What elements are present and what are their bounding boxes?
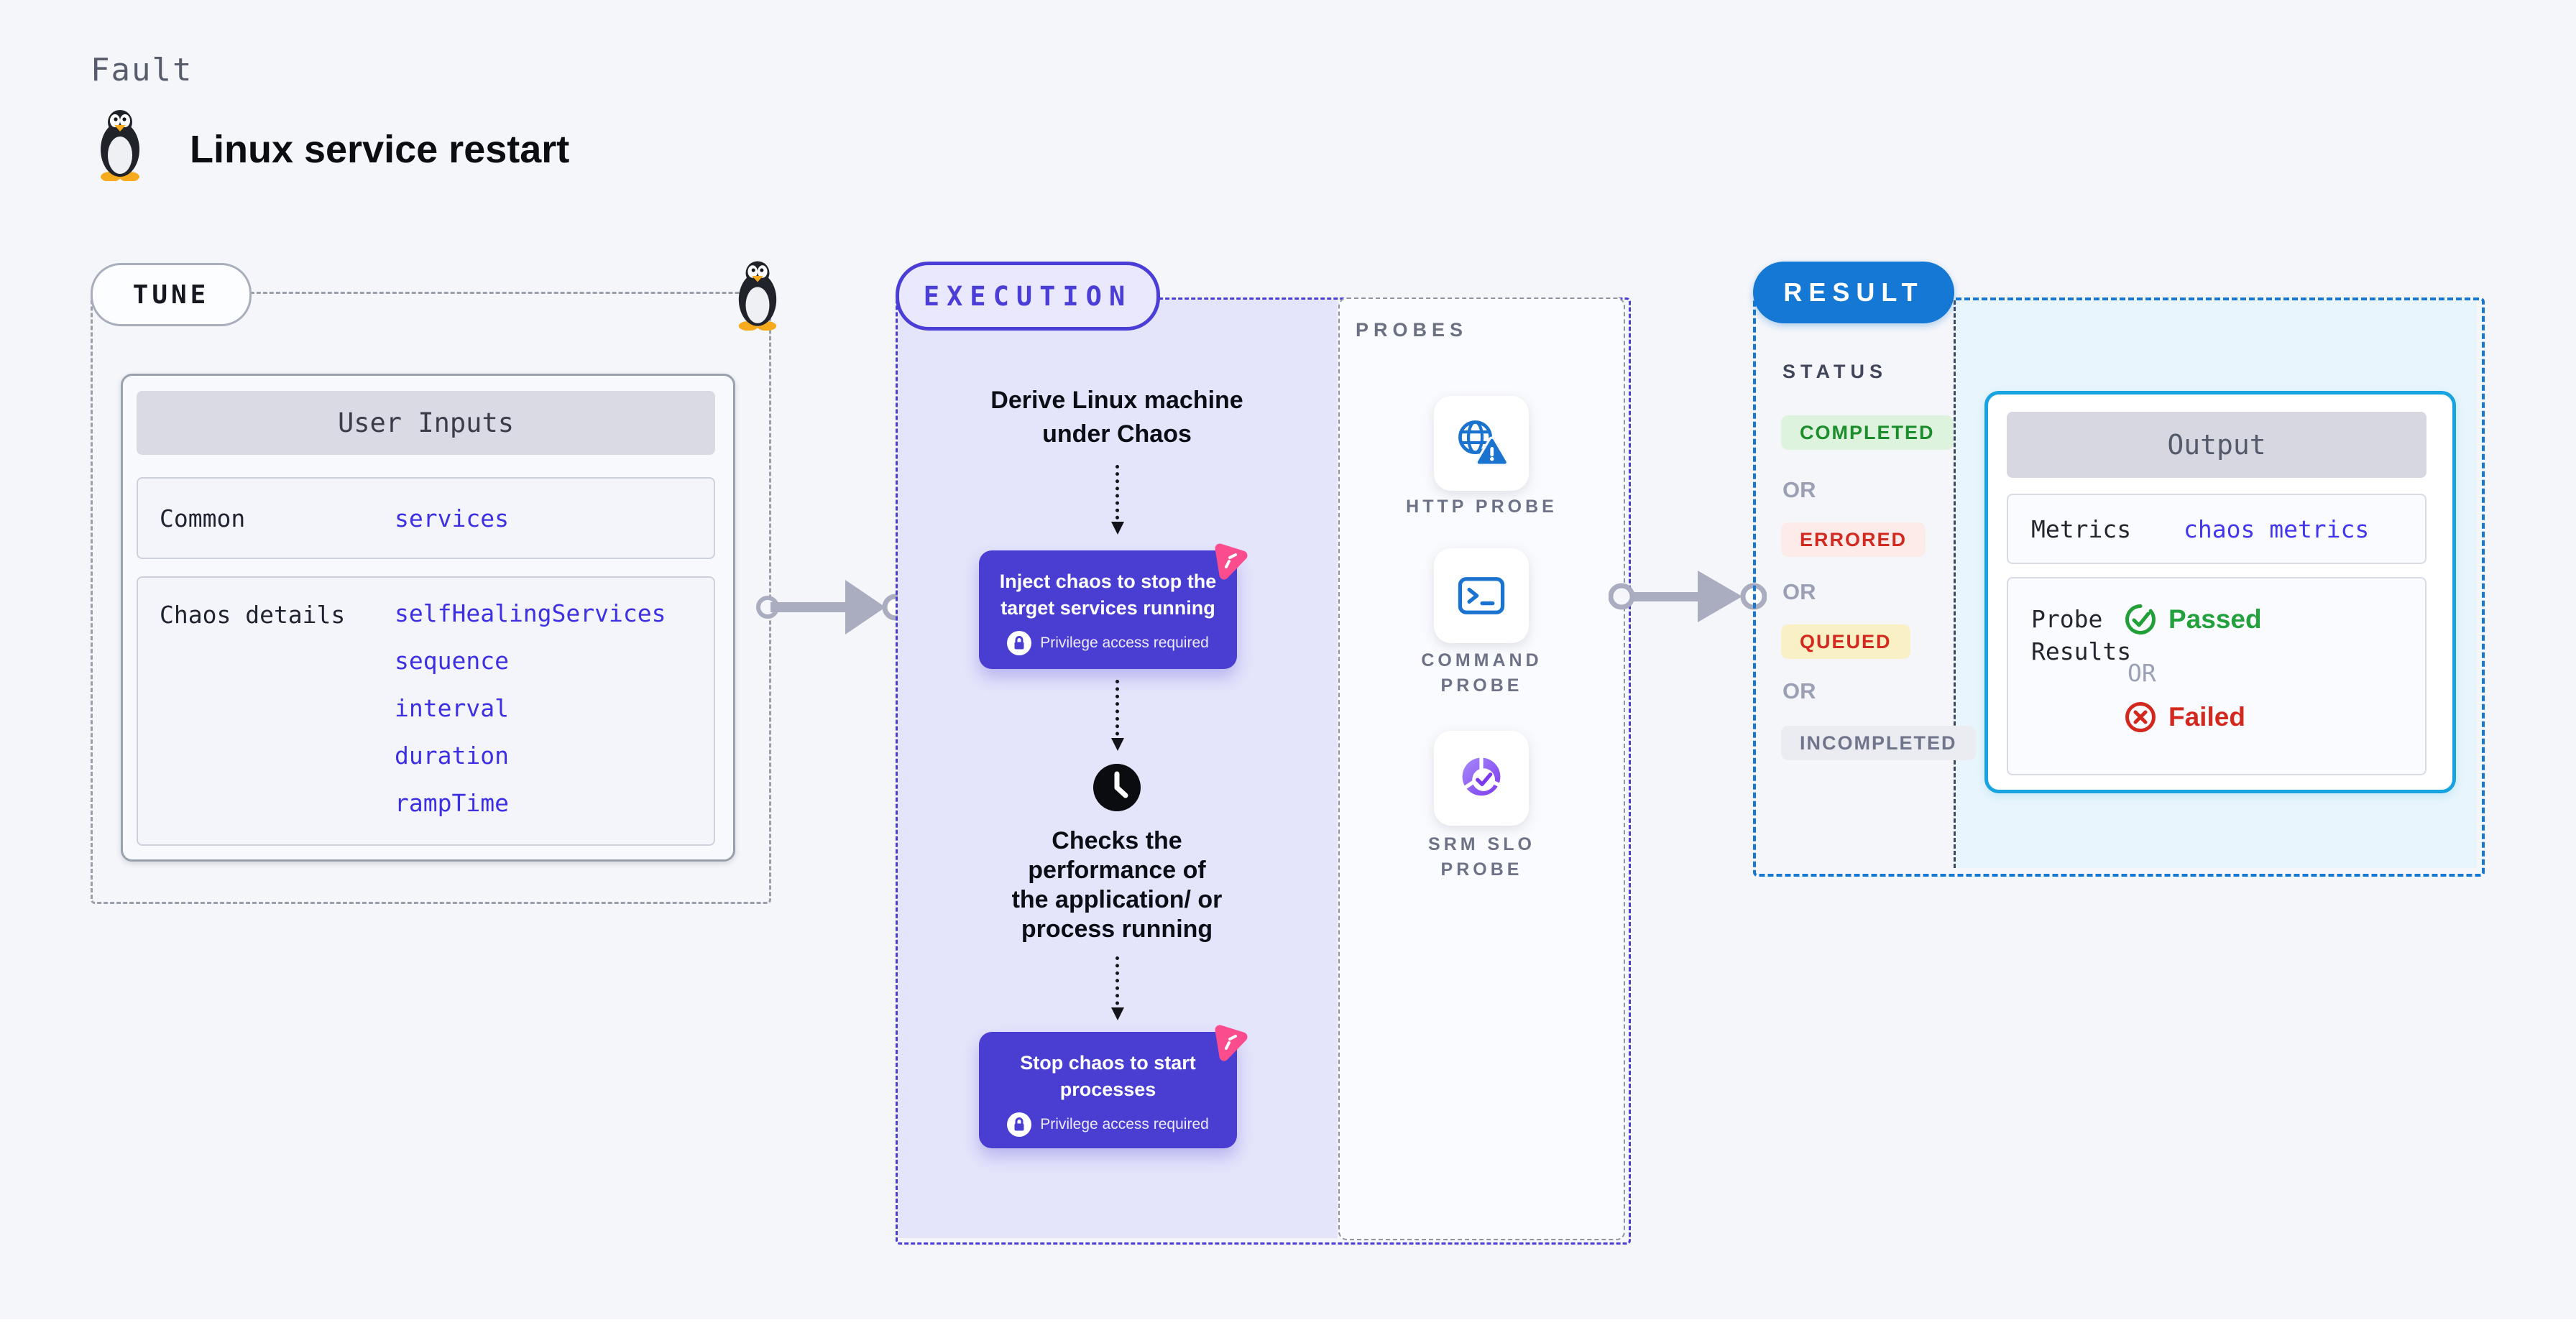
interval-link[interactable]: interval (395, 694, 509, 722)
privilege-badge-text: Privilege access required (1040, 635, 1209, 651)
probes-section-box: PROBES HTTP PROBE COMMAND PROBE (1338, 297, 1625, 1240)
result-label-pill: RESULT (1753, 262, 1954, 323)
failed-text: Failed (2168, 702, 2245, 732)
chaos-experiment-icon (1215, 1025, 1248, 1061)
execution-flow: Derive Linux machine under Chaos Inject … (896, 297, 1338, 1240)
result-section-box (1753, 297, 2485, 877)
status-label: STATUS (1782, 361, 1887, 382)
passed-text: Passed (2168, 604, 2262, 634)
sequence-link[interactable]: sequence (395, 647, 509, 675)
or-separator: OR (2128, 659, 2156, 687)
status-badge-completed: COMPLETED (1781, 415, 1954, 450)
fault-kicker: Fault (91, 52, 193, 88)
stop-chaos-card: Stop chaos to start processes Privilege … (979, 1025, 1248, 1148)
privilege-badge: Privilege access required (979, 631, 1237, 655)
services-link[interactable]: services (395, 504, 509, 532)
globe-alert-icon (1458, 420, 1509, 466)
http-probe-card (1434, 396, 1529, 491)
probe-results-label: Probe Results (2031, 605, 2132, 665)
chaos-details-row-label: Chaos details (160, 601, 346, 629)
footer-strip (0, 1319, 2576, 1338)
execution-to-result-arrow (1609, 571, 1767, 622)
x-circle-icon (2125, 702, 2156, 732)
output-card: Output Metrics chaos metrics Probe Resul… (1984, 391, 2456, 793)
output-header: Output (2007, 412, 2426, 478)
inject-chaos-title: Inject chaos to stop the target services… (999, 571, 1217, 619)
execution-label-pill: EXECUTION (896, 262, 1160, 331)
privilege-badge: Privilege access required (979, 1112, 1237, 1137)
or-separator: OR (1782, 477, 1816, 502)
ramptime-link[interactable]: rampTime (395, 789, 509, 817)
status-badge-errored: ERRORED (1781, 522, 1926, 557)
duration-link[interactable]: duration (395, 742, 509, 770)
lock-icon (1007, 1112, 1032, 1137)
selfhealingservices-link[interactable]: selfHealingServices (395, 599, 666, 627)
command-probe-card (1434, 548, 1529, 643)
probe-results-row: Probe Results Passed OR Failed (2007, 577, 2426, 775)
result-divider (1954, 300, 1956, 868)
page-title: Linux service restart (190, 128, 570, 171)
user-inputs-card: User Inputs Common services Chaos detail… (121, 374, 735, 862)
tux-penguin-icon-small (738, 261, 777, 331)
probes-label: PROBES (1356, 319, 1468, 341)
arrow-down-icon (1111, 465, 1124, 535)
chaos-experiment-icon (1215, 543, 1248, 580)
metrics-label: Metrics (2031, 515, 2132, 543)
srm-slo-probe-label: SRM SLO PROBE (1428, 834, 1535, 880)
stop-chaos-title: Stop chaos to start processes (1020, 1052, 1196, 1100)
or-separator: OR (1782, 678, 1816, 703)
metrics-row: Metrics chaos metrics (2007, 494, 2426, 564)
slo-donut-icon (1462, 755, 1502, 796)
probe-result-passed: Passed (2124, 603, 2262, 636)
status-badge-queued: QUEUED (1781, 624, 1910, 659)
http-probe-label: HTTP PROBE (1406, 497, 1558, 517)
tux-penguin-icon (101, 110, 139, 181)
chaos-details-row: Chaos details selfHealingServices sequen… (137, 576, 715, 846)
execution-section-box (896, 297, 1631, 1245)
chaos-metrics-link[interactable]: chaos metrics (2184, 515, 2370, 543)
user-inputs-header: User Inputs (137, 391, 715, 455)
status-badge-incompleted: INCOMPLETED (1781, 726, 1976, 760)
check-circle-icon (2125, 604, 2156, 635)
arrow-down-icon (1111, 956, 1124, 1020)
clock-icon (1093, 764, 1141, 811)
probe-result-failed: Failed (2124, 701, 2245, 734)
inject-chaos-card: Inject chaos to stop the target services… (979, 543, 1248, 669)
tune-to-execution-arrow (756, 580, 909, 635)
command-probe-label: COMMAND PROBE (1421, 650, 1542, 696)
common-row: Common services (137, 477, 715, 559)
terminal-icon (1458, 577, 1505, 614)
arrow-down-icon (1111, 680, 1124, 751)
or-separator: OR (1782, 579, 1816, 604)
privilege-badge-text: Privilege access required (1040, 1116, 1209, 1132)
srm-slo-probe-card (1434, 731, 1529, 826)
lock-icon (1007, 631, 1032, 655)
checks-step-text: Checks the performance of the applicatio… (1011, 827, 1223, 943)
chaos-details-links: selfHealingServices sequence interval du… (395, 599, 666, 836)
common-row-label: Common (160, 504, 246, 532)
derive-step-text: Derive Linux machine under Chaos (990, 387, 1243, 448)
tune-label-pill: TUNE (91, 263, 252, 326)
